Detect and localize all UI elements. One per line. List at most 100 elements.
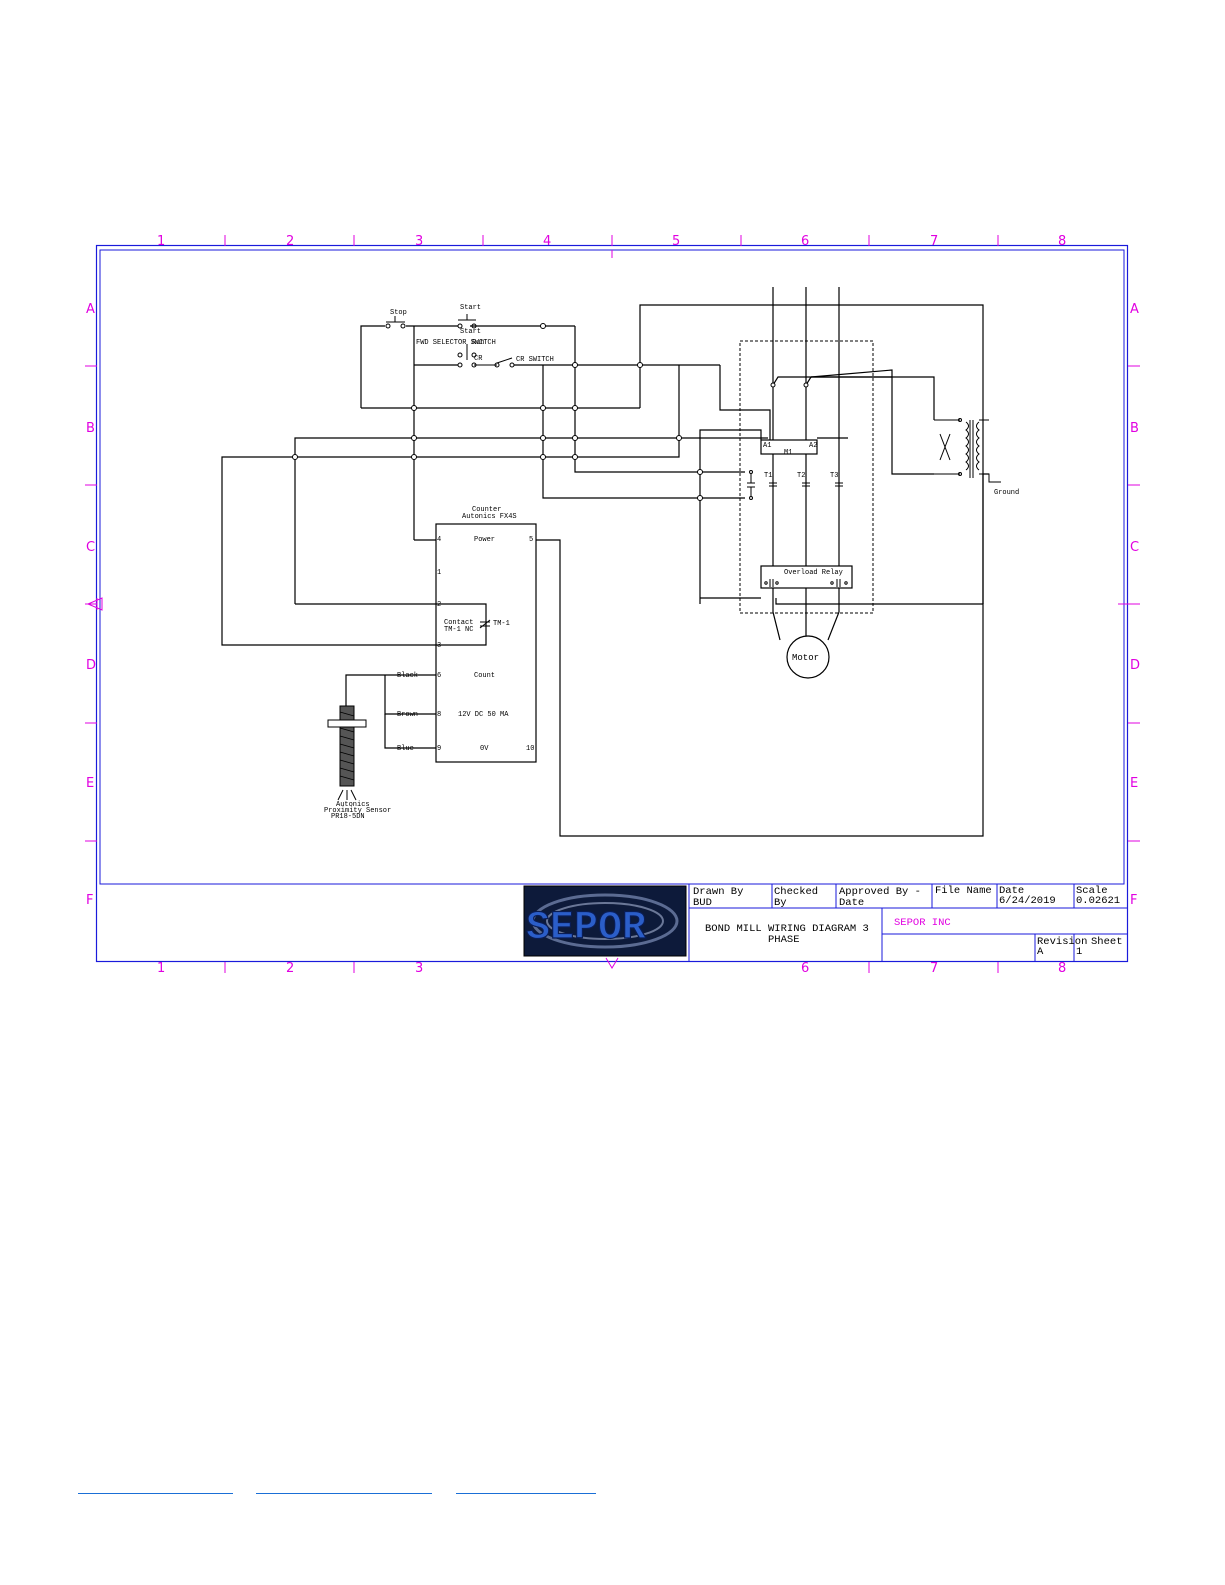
counter-pin-5: 5 <box>529 536 533 544</box>
sensor-type: Proximity Sensor <box>324 807 391 815</box>
tm1-label: TM-1 <box>493 620 510 628</box>
revision-label: Revision <box>1037 936 1087 948</box>
col-label-7-bottom: 7 <box>930 961 938 976</box>
control-wiring <box>221 304 989 837</box>
counter-pin-9: 9 <box>437 745 441 753</box>
col-label-3-bottom: 3 <box>415 961 423 976</box>
row-label-c: C <box>86 540 95 555</box>
footer-link-1[interactable] <box>78 1493 233 1494</box>
ov-label: 0V <box>480 745 489 753</box>
control-transformer <box>934 418 1001 483</box>
col-label-2: 2 <box>286 234 294 249</box>
row-label-a: A <box>86 302 95 317</box>
date-value: 6/24/2019 <box>999 895 1056 907</box>
coil-a1-label: A1 <box>763 442 771 450</box>
selector-switch-label: FWD SELECTOR SWITCH <box>416 339 496 347</box>
wire-crossovers <box>292 323 703 501</box>
row-label-f-right: F <box>1130 893 1137 908</box>
row-label-a-right: A <box>1130 302 1139 317</box>
scale-label: Scale <box>1076 885 1108 897</box>
col-label-1-bottom: 1 <box>157 961 165 976</box>
col-label-1: 1 <box>157 234 165 249</box>
footer-link-3[interactable] <box>456 1493 596 1494</box>
sheet-value: 1 <box>1076 946 1082 958</box>
col-label-8-bottom: 8 <box>1058 961 1066 976</box>
revision-value: A <box>1037 946 1044 958</box>
sepor-logo: SEPOR <box>523 885 687 957</box>
count-label: Count <box>474 672 495 680</box>
start-label: Start <box>460 304 481 312</box>
drawing-title-line-2: PHASE <box>768 934 800 946</box>
pushbutton-switches <box>385 314 515 368</box>
logo-text: SEPOR <box>526 906 646 951</box>
wire-black-label: Black <box>397 672 418 680</box>
drawing-title-line-1: BOND MILL WIRING DIAGRAM 3 <box>705 923 869 935</box>
counter-pin-10: 10 <box>526 745 534 753</box>
col-label-2-bottom: 2 <box>286 961 294 976</box>
drawn-by-label: Drawn By <box>693 886 743 898</box>
switch-labels: Stop Start Start FWD SELECTOR SWITCH Run… <box>390 304 554 364</box>
col-label-5: 5 <box>672 234 680 249</box>
start2-label: Start <box>460 328 481 336</box>
row-label-d-right: D <box>1130 658 1140 673</box>
counter-pin-6: 6 <box>437 672 441 680</box>
column-labels-top: 1 2 3 4 5 6 7 8 <box>157 234 1066 249</box>
cr-label: CR <box>474 355 483 363</box>
row-label-c-right: C <box>1130 540 1139 555</box>
column-ticks <box>85 235 1140 973</box>
counter-block: Counter Autonics FX4S Power 4 5 1 2 3 6 … <box>435 506 537 763</box>
wire-brown-label: Brown <box>397 711 418 719</box>
counter-pin-3: 3 <box>437 642 441 650</box>
row-label-e-right: E <box>1130 776 1138 791</box>
title-block <box>688 884 1127 962</box>
date-label: Date <box>999 885 1024 897</box>
cr-switch-label: CR SWITCH <box>516 356 554 364</box>
run-label: Run <box>472 339 485 347</box>
row-label-e: E <box>86 776 94 791</box>
file-name-label: File Name <box>935 885 992 897</box>
contact-type: TM-1 NC <box>444 626 473 634</box>
drawn-by-value: BUD <box>693 897 712 909</box>
col-label-3: 3 <box>415 234 423 249</box>
t2-label: T2 <box>797 472 805 480</box>
approved-label: Approved By -Date <box>839 886 921 909</box>
counter-pin-2: 2 <box>437 601 441 609</box>
sheet-label: Sheet <box>1091 936 1123 948</box>
company-name: SEPOR INC <box>894 917 951 929</box>
motor-starter: A1 A2 M1 T1 T2 T3 Overload Relay <box>739 287 935 641</box>
contact-label: Contact <box>444 619 473 627</box>
scale-value: 0.02621 <box>1076 895 1120 907</box>
t1-label: T1 <box>764 472 772 480</box>
t3-label: T3 <box>830 472 838 480</box>
stop-label: Stop <box>390 309 407 317</box>
proximity-sensor: Black Brown Blue Autonics Proximity Sens… <box>324 672 436 821</box>
sensor-model: PR18-5DN <box>331 813 365 821</box>
counter-model: Autonics FX4S <box>462 513 517 521</box>
motor-label: Motor <box>792 653 819 663</box>
column-labels-bottom: 1 2 3 6 7 8 <box>157 961 1066 976</box>
ground-label: Ground <box>994 489 1019 497</box>
counter-title: Counter <box>472 506 501 514</box>
counter-pin-1: 1 <box>437 569 441 577</box>
row-label-b-right: B <box>1130 421 1139 436</box>
counter-pin-8: 8 <box>437 711 441 719</box>
row-label-f: F <box>86 893 93 908</box>
counter-pin-4: 4 <box>437 536 441 544</box>
row-labels-right: A B C D E F <box>1130 302 1140 908</box>
overload-relay-label: Overload Relay <box>784 569 843 577</box>
row-label-d: D <box>86 658 96 673</box>
coil-a2-label: A2 <box>809 442 817 450</box>
wire-blue-label: Blue <box>397 745 414 753</box>
row-labels-left: A B C D E F <box>86 302 96 908</box>
col-label-6-bottom: 6 <box>801 961 809 976</box>
row-label-b: B <box>86 421 95 436</box>
col-label-6: 6 <box>801 234 809 249</box>
footer-link-2[interactable] <box>256 1493 432 1494</box>
motor: Motor <box>786 635 830 679</box>
supply-label: 12V DC 50 MA <box>458 711 509 719</box>
sensor-brand: Autonics <box>336 801 370 809</box>
col-label-7: 7 <box>930 234 938 249</box>
